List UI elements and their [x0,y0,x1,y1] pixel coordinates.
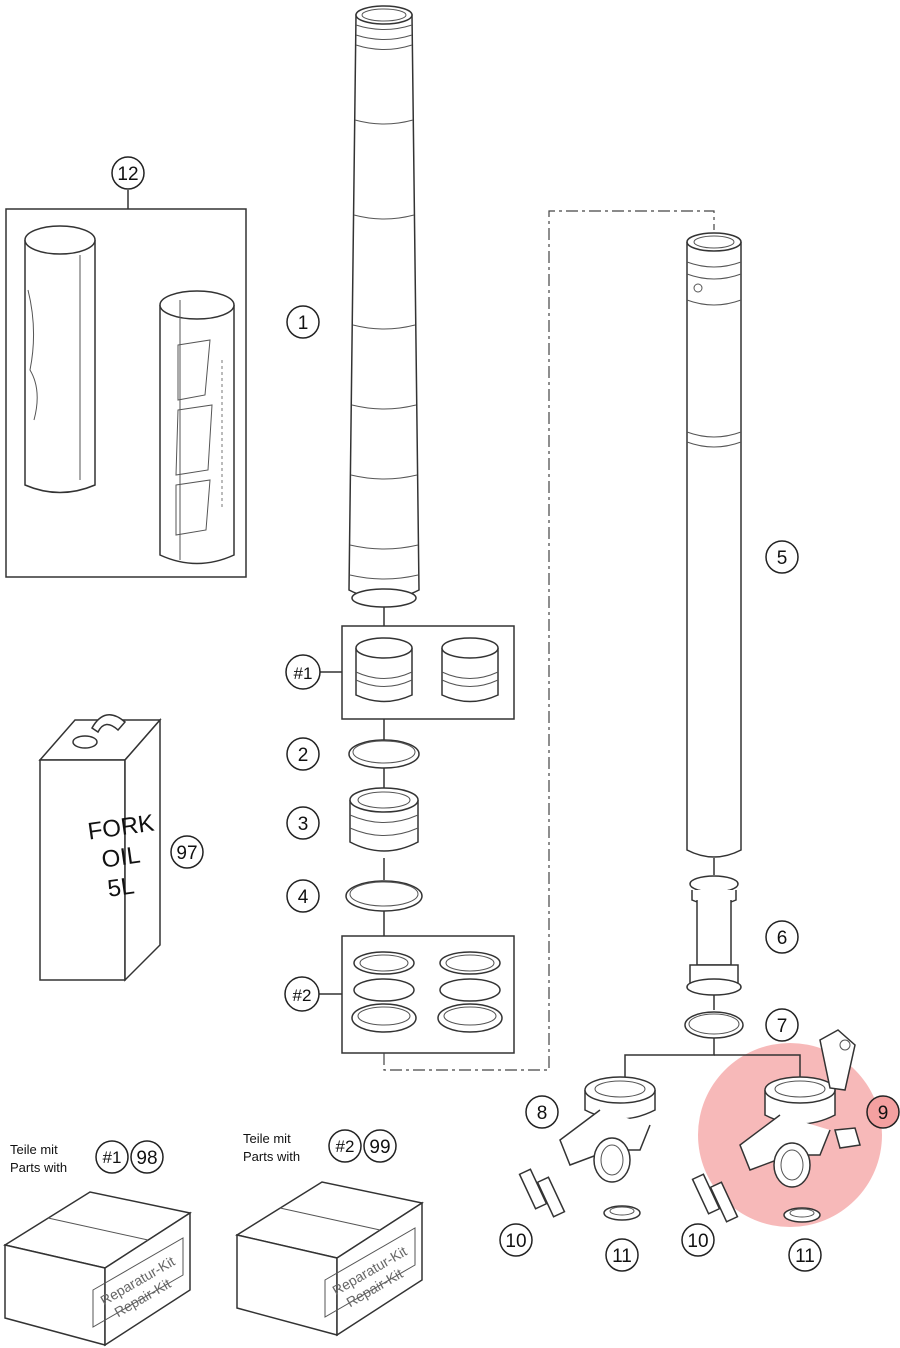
svg-text:#1: #1 [103,1148,122,1167]
callout-3: 3 [286,806,320,840]
callout-9: 9 [866,1095,900,1129]
o-ring [684,1011,744,1039]
svg-text:8: 8 [537,1103,548,1124]
callout-5: 5 [765,540,799,574]
svg-text:10: 10 [687,1231,708,1252]
svg-text:11: 11 [795,1246,815,1267]
seal-kit-2 [341,935,515,1054]
repair-kit-box-2: Reparatur-Kit Repair-Kit [235,1181,424,1337]
kit-1-caption-en: Parts with [10,1160,67,1175]
damper-cartridge [686,875,742,1010]
callout-2: 2 [286,737,320,771]
svg-text:#2: #2 [336,1137,355,1156]
callout-kit-ref-1: #1 [95,1140,129,1174]
callout-10-right: 10 [681,1223,715,1257]
svg-text:2: 2 [298,745,309,766]
repair-kit-box-1: Reparatur-Kit Repair-Kit [3,1191,192,1347]
callout-kit-1: #1 [285,654,321,690]
callout-6: 6 [765,920,799,954]
callout-4: 4 [286,879,320,913]
callout-8: 8 [525,1095,559,1129]
svg-text:#2: #2 [293,986,312,1005]
callout-97: 97 [170,835,204,869]
washer [348,739,420,790]
callout-7: 7 [765,1008,799,1042]
svg-text:12: 12 [117,164,138,185]
callout-kit-ref-2: #2 [328,1129,362,1163]
callout-11-left: 11 [605,1238,639,1272]
callout-98: 98 [130,1140,164,1174]
svg-text:9: 9 [878,1103,889,1124]
inner-tube [686,232,742,875]
svg-text:1: 1 [298,313,309,334]
svg-text:6: 6 [777,928,788,949]
svg-text:#1: #1 [294,664,313,683]
callout-12: 12 [111,156,145,190]
fork-oil-can: FORK OIL 5L [38,714,162,982]
assembly-line [383,210,715,1071]
callout-11-right: 11 [788,1238,822,1272]
kit-2-caption-de: Teile mit [243,1131,291,1146]
oil-can-label-line2: OIL [100,842,142,874]
svg-text:5: 5 [777,548,788,569]
svg-text:10: 10 [505,1231,526,1252]
snap-ring [345,880,423,936]
seal-ring [349,787,419,880]
callout-10-left: 10 [499,1223,533,1257]
svg-text:11: 11 [612,1246,632,1267]
kit-2-caption-en: Parts with [243,1149,300,1164]
bushing-kit-1 [341,625,515,740]
callout-kit-2: #2 [284,976,320,1012]
callout-leaders [319,671,342,995]
svg-text:7: 7 [777,1016,788,1037]
svg-text:3: 3 [298,814,309,835]
outer-tube [348,5,420,626]
oil-can-label-line3: 5L [106,872,136,902]
svg-text:97: 97 [176,843,197,864]
svg-text:98: 98 [136,1148,157,1169]
kit-1-caption-de: Teile mit [10,1142,58,1157]
axle-clamp-right [691,1029,861,1223]
callout-1: 1 [286,305,320,339]
svg-text:99: 99 [369,1137,390,1158]
axle-clamp-left [518,1038,801,1221]
fork-protector-sleeves [5,190,247,578]
svg-text:4: 4 [298,887,309,908]
callout-99: 99 [363,1129,397,1163]
